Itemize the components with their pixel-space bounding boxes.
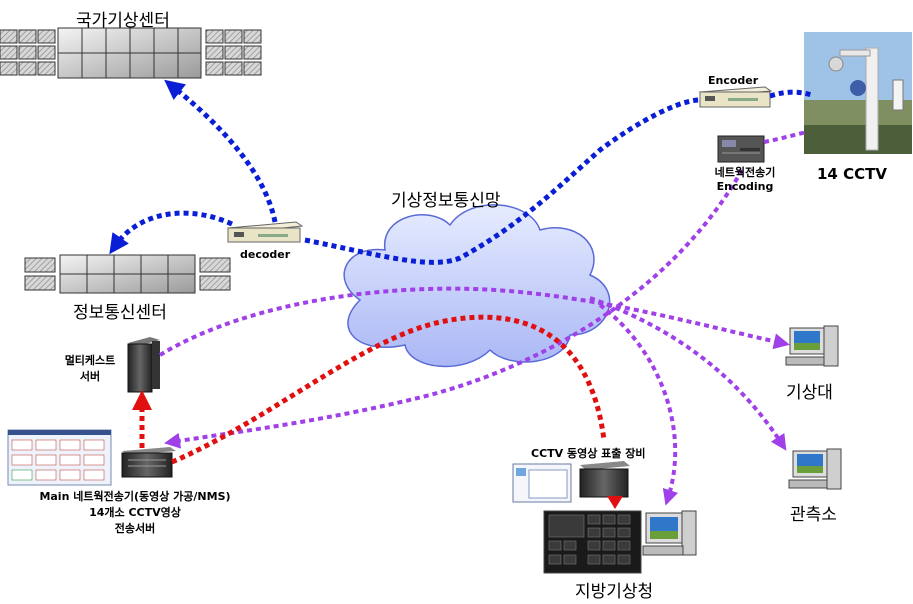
main-server-label: Main 네트웍전송기(동영상 가공/NMS) 14개소 CCTV영상 전송서버 xyxy=(39,490,231,535)
desktop-computer-icon xyxy=(785,325,839,367)
display-equipment-icon xyxy=(512,461,697,574)
obs-station-label: 관측소 xyxy=(790,505,837,525)
display-equipment-label: CCTV 동영상 표출 장비 xyxy=(531,447,646,460)
link-network-to-decoder xyxy=(304,97,701,265)
encoder-device-icon xyxy=(226,221,304,243)
video-wall-icon xyxy=(0,27,262,79)
network-label: 기상정보통신망 xyxy=(391,191,501,211)
link-cctv-to-encoder xyxy=(769,89,813,99)
blue-links xyxy=(109,79,813,265)
purple-links xyxy=(158,130,809,506)
link-decoder-to-info-center xyxy=(109,210,234,255)
cctv-label: 14 CCTV xyxy=(817,165,887,183)
monitoring-screen-icon xyxy=(7,429,112,486)
encoder-label: Encoder xyxy=(708,74,759,87)
desktop-computer-icon xyxy=(788,448,842,490)
arrow-down-icon xyxy=(607,496,623,509)
info-center-label: 정보통신센터 xyxy=(73,303,167,323)
regional-office-label: 지방기상청 xyxy=(575,582,654,602)
multicast-server-label: 멀티케스트 서버 xyxy=(64,354,116,383)
red-links xyxy=(132,314,607,465)
link-decoder-to-kma xyxy=(164,79,278,223)
rack-server-icon xyxy=(127,337,160,393)
link-to-obs-station xyxy=(589,296,787,451)
rack-server-icon xyxy=(717,135,765,163)
net-tx-label: 네트웍전송기 Encoding xyxy=(714,166,776,193)
link-main-to-network xyxy=(171,314,607,465)
cloud-icon xyxy=(343,204,611,368)
kma-center-label: 국가기상센터 xyxy=(76,11,170,31)
link-cctv-to-nettx xyxy=(763,130,809,144)
cctv-camera-photo xyxy=(804,32,912,154)
decoder-label: decoder xyxy=(240,248,291,261)
link-nettx-to-main xyxy=(164,169,744,449)
weather-station-label: 기상대 xyxy=(786,383,833,403)
rack-server-icon xyxy=(121,447,176,478)
link-to-regional-office xyxy=(598,303,679,506)
link-multicast-path xyxy=(158,286,790,357)
video-wall-icon xyxy=(24,254,231,294)
encoder-device-icon xyxy=(698,86,773,108)
